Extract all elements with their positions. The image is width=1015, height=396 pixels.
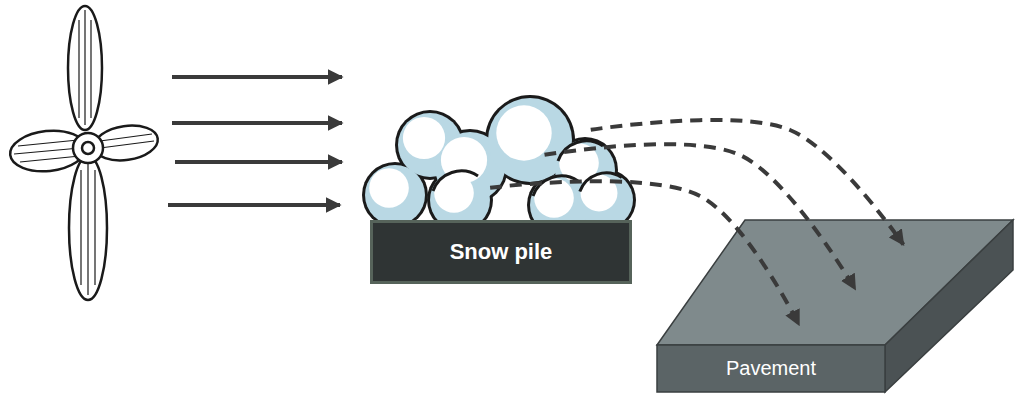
node-outline	[655, 218, 1015, 396]
airflow-arrow	[172, 121, 342, 125]
pavement-slab	[657, 220, 1013, 392]
node-label: Pavement	[726, 357, 816, 380]
airflow-arrow	[175, 160, 342, 164]
fan-blade	[68, 6, 102, 130]
snow-cloud	[362, 95, 636, 238]
snow-contour	[433, 171, 478, 191]
label-face: Pavement	[657, 345, 885, 392]
airflow-arrow	[172, 75, 342, 79]
fan-illustration	[8, 6, 160, 300]
node-label: Snow pile	[450, 239, 553, 265]
airflow-arrows	[168, 77, 342, 205]
snow-highlight	[496, 105, 551, 160]
slab-front	[657, 345, 885, 392]
airflow-arrow	[168, 203, 340, 207]
snow-highlight	[369, 168, 409, 208]
snow-contour	[533, 176, 578, 196]
fan-blade	[69, 156, 107, 300]
snow-contour	[580, 173, 622, 192]
pavement-node: Pavement	[655, 218, 1015, 396]
fan-hatching	[14, 10, 154, 295]
label-plate: Snow pile	[370, 220, 632, 284]
snow-shade	[365, 165, 425, 225]
snow-highlight	[403, 117, 445, 159]
fan-hub	[73, 133, 103, 163]
slab-side	[885, 220, 1013, 392]
fan-hub	[82, 142, 94, 154]
snow-pile-node: Snow pile	[365, 95, 637, 288]
snow-contour	[558, 141, 603, 161]
